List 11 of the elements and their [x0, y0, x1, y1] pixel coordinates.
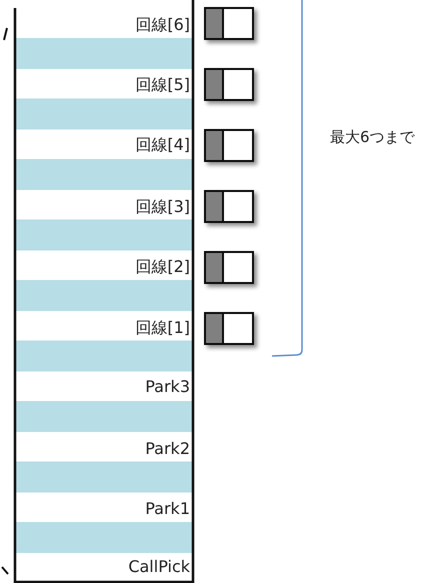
row-label: Park1: [145, 499, 190, 519]
row-label: 回線[3]: [135, 197, 190, 217]
row-label: 回線[1]: [135, 318, 190, 338]
row-label: 回線[5]: [135, 75, 190, 95]
row-label: Park3: [145, 377, 190, 397]
row-label: CallPick: [128, 557, 190, 577]
note-text: 最大6つまで: [330, 127, 415, 147]
row-label: Park2: [145, 439, 190, 459]
row-label: 回線[4]: [135, 135, 190, 155]
row-label: 回線[6]: [135, 15, 190, 35]
row-label: 回線[2]: [135, 257, 190, 277]
